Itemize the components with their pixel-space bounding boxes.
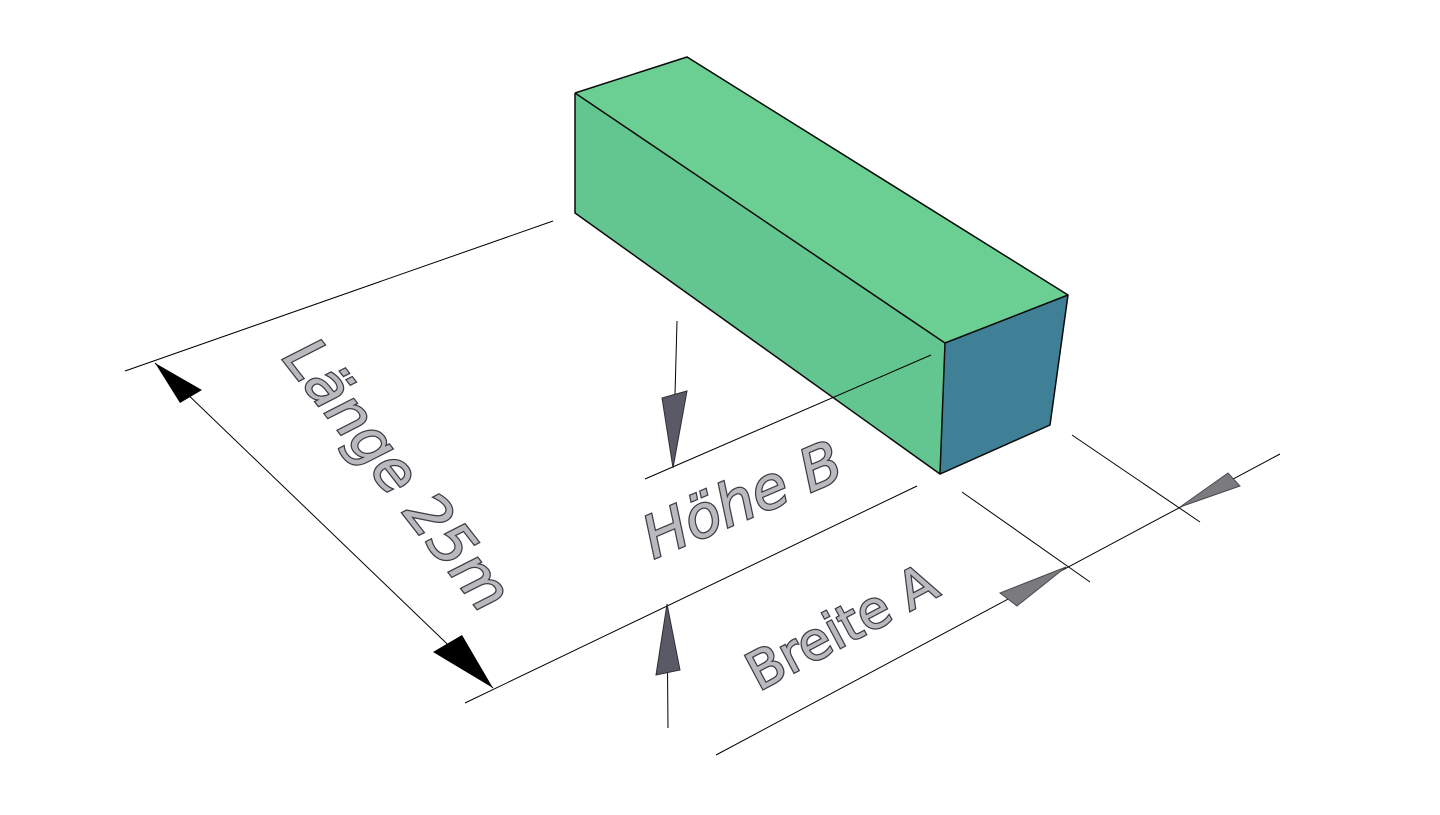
length-arrow-bottom xyxy=(433,635,493,688)
height-extension-line-top xyxy=(644,354,932,480)
width-arrow-right xyxy=(1179,472,1241,508)
beam-front-face xyxy=(575,93,1068,474)
length-label: Länge 25m xyxy=(271,325,525,624)
width-label: Breite A xyxy=(737,553,948,703)
height-arrow-down xyxy=(661,390,688,469)
width-extension-line-right xyxy=(1071,434,1201,523)
beam-edge-top-end xyxy=(944,294,1069,344)
beam-edge-front-end xyxy=(939,342,946,475)
length-arrow-top xyxy=(155,363,202,403)
beam-top-face xyxy=(575,57,1068,343)
beam-box xyxy=(574,56,1069,475)
width-extension-line-left xyxy=(961,491,1091,583)
beam-edges xyxy=(574,56,1069,475)
height-arrow-up xyxy=(655,603,681,676)
beam-outline xyxy=(574,56,1069,475)
height-label: Höhe B xyxy=(632,427,852,572)
beam-edge-top-front xyxy=(574,92,946,344)
length-extension-line-front xyxy=(464,485,918,704)
beam-end-face xyxy=(940,295,1068,474)
arrowheads xyxy=(155,363,1241,688)
width-arrow-left xyxy=(998,566,1067,607)
length-extension-line-back xyxy=(124,220,554,372)
length-dimension-line xyxy=(154,362,494,689)
